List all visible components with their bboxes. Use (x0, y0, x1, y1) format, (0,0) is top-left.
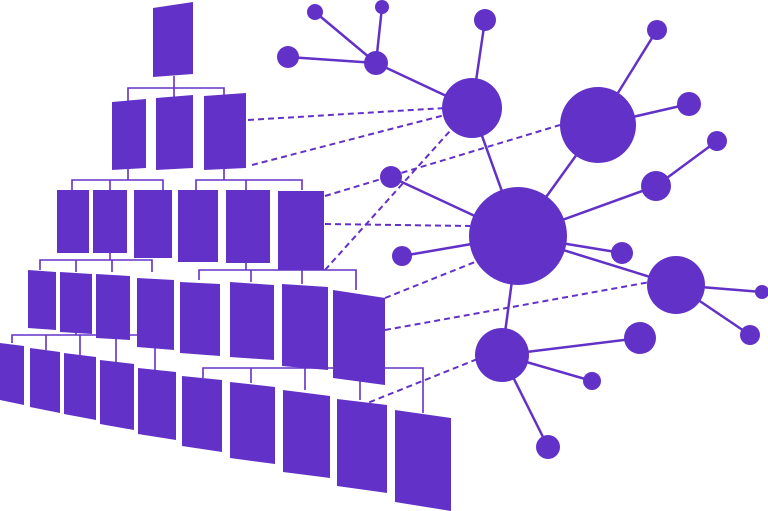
org-box (138, 368, 176, 440)
network-hub (469, 187, 567, 285)
network-node (677, 92, 701, 116)
network-node (583, 372, 601, 390)
org-box (282, 284, 328, 370)
org-box (156, 95, 193, 170)
dashed-link (247, 107, 446, 121)
dashed-link (251, 114, 446, 166)
org-box (278, 191, 324, 270)
network-node (474, 9, 496, 31)
org-box (134, 190, 172, 258)
network-hub (475, 328, 529, 382)
org-box (226, 190, 270, 263)
dashed-link (324, 124, 561, 197)
org-box (60, 272, 92, 334)
network-hub (647, 256, 705, 314)
network-hub (560, 87, 636, 163)
network-node (740, 325, 760, 345)
org-box (153, 2, 193, 77)
network-node (364, 51, 388, 75)
dashed-link (384, 259, 481, 299)
org-box (64, 353, 96, 420)
org-box (180, 282, 220, 356)
network-node (707, 131, 727, 151)
org-box (96, 274, 130, 340)
network-node (380, 166, 402, 188)
network-edge (314, 11, 377, 64)
org-box (93, 190, 127, 253)
network-node (536, 435, 560, 459)
org-box (395, 410, 451, 511)
org-box (333, 290, 385, 385)
org-box (230, 382, 275, 464)
network-hubs (442, 78, 705, 382)
network-node (392, 246, 412, 266)
org-connector (11, 334, 156, 370)
network-node (755, 285, 768, 299)
org-box (178, 190, 218, 262)
network-node (641, 171, 671, 201)
dashed-links (247, 107, 651, 407)
network-satellites (277, 0, 768, 459)
org-connector (195, 179, 303, 190)
org-connector (198, 269, 357, 290)
org-box (337, 399, 387, 493)
org-connector (71, 179, 164, 190)
network-hub (442, 78, 502, 138)
org-box (182, 376, 222, 452)
org-box (57, 190, 89, 253)
network-node (277, 46, 299, 68)
dashed-link (324, 223, 471, 227)
org-box (0, 343, 24, 405)
org-box (204, 93, 246, 170)
network-node (647, 20, 667, 40)
dashed-link (384, 281, 651, 331)
org-connector (39, 259, 153, 272)
org-box (30, 348, 60, 413)
network-node (307, 4, 323, 20)
network-edge (287, 55, 377, 65)
hierarchy-boxes (0, 2, 451, 511)
network-node (375, 0, 389, 14)
network-node (624, 322, 656, 354)
org-box (230, 282, 274, 360)
org-box (283, 390, 330, 478)
org-box (100, 360, 134, 430)
org-box (137, 278, 174, 350)
dashed-link (359, 357, 481, 407)
org-box (112, 99, 146, 170)
org-connector (127, 87, 225, 102)
network-node (611, 242, 633, 264)
org-box (28, 270, 56, 330)
dashed-link (324, 121, 459, 271)
